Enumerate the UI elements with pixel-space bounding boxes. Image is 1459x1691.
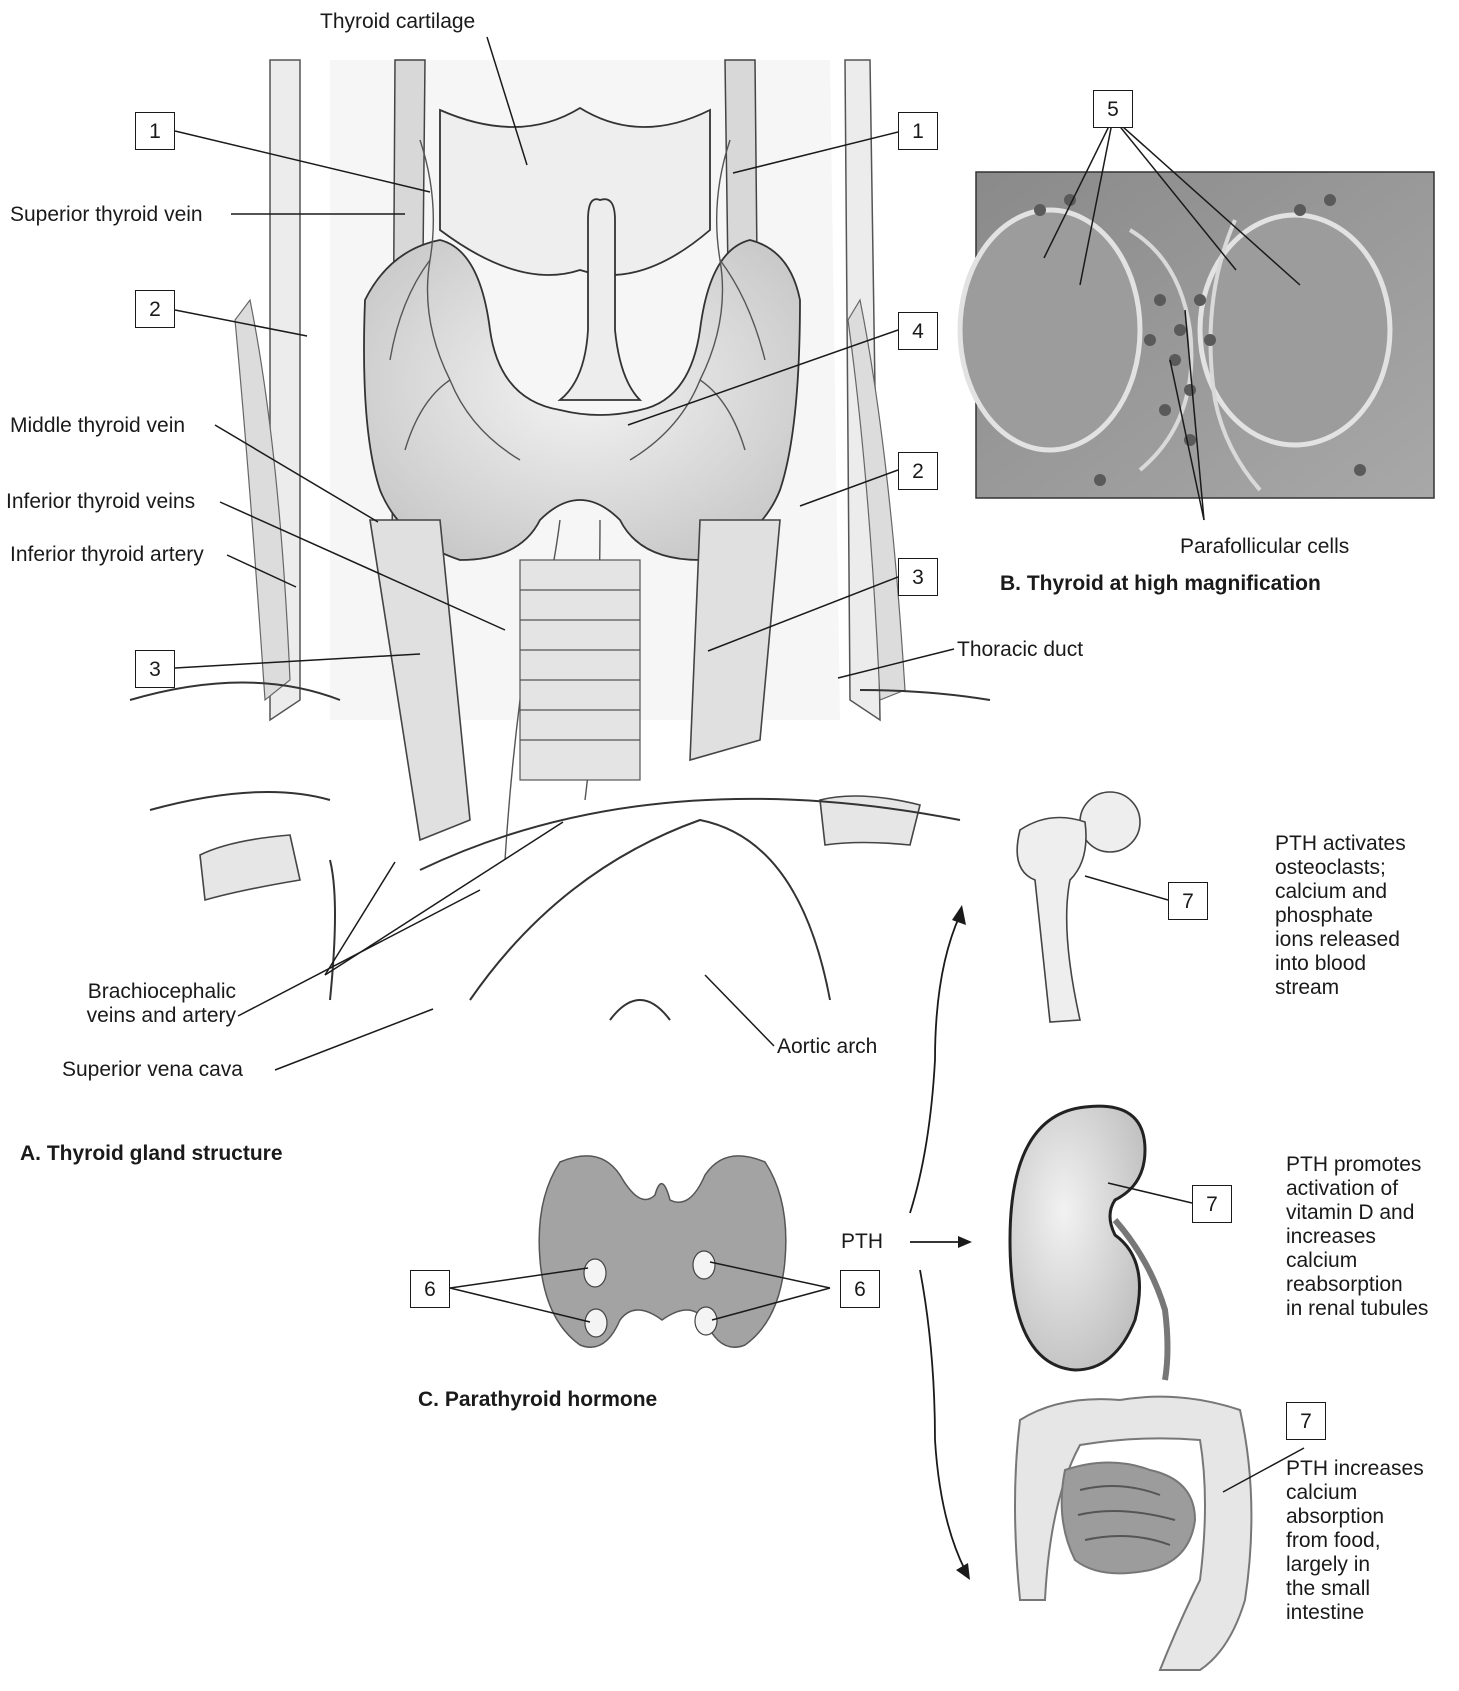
number-box-3-right: 3 [898, 558, 938, 596]
thyroid-cartilage-shape [440, 108, 710, 275]
kidney-shape [1010, 1106, 1145, 1370]
number-box-7-bone: 7 [1168, 882, 1208, 920]
number-box-4: 4 [898, 312, 938, 350]
pth-arrows [910, 915, 965, 1570]
label-superior-vena-cava: Superior vena cava [62, 1058, 243, 1082]
bone-femur [1017, 792, 1140, 1022]
label-thoracic-duct: Thoracic duct [957, 638, 1083, 662]
number-box-2-left: 2 [135, 290, 175, 328]
number-box-7-kidney: 7 [1192, 1185, 1232, 1223]
label-pth: PTH [841, 1230, 883, 1254]
number-box-7-intestine: 7 [1286, 1402, 1326, 1440]
label-brachiocephalic: Brachiocephalic veins and artery [60, 980, 236, 1028]
kidney-effect-text: PTH promotes activation of vitamin D and… [1286, 1153, 1428, 1321]
label-inferior-thyroid-artery: Inferior thyroid artery [10, 543, 204, 567]
intestine-effect-text: PTH increases calcium absorption from fo… [1286, 1457, 1424, 1625]
number-box-3-left: 3 [135, 650, 175, 688]
caption-panel-b: B. Thyroid at high magnification [1000, 572, 1321, 596]
label-inferior-thyroid-veins: Inferior thyroid veins [6, 490, 195, 514]
number-box-2-right: 2 [898, 452, 938, 490]
label-thyroid-cartilage: Thyroid cartilage [320, 10, 475, 34]
caption-panel-c: C. Parathyroid hormone [418, 1388, 657, 1412]
number-box-1-left: 1 [135, 112, 175, 150]
label-parafollicular-cells: Parafollicular cells [1180, 535, 1349, 559]
intestine-shape [1015, 1397, 1251, 1670]
number-box-6-left: 6 [410, 1270, 450, 1308]
number-box-5: 5 [1093, 90, 1133, 128]
bone-effect-text: PTH activates osteoclasts; calcium and p… [1275, 832, 1406, 1000]
number-box-1-right: 1 [898, 112, 938, 150]
trachea [520, 560, 640, 780]
number-box-6-right: 6 [840, 1270, 880, 1308]
label-middle-thyroid-vein: Middle thyroid vein [10, 414, 185, 438]
caption-panel-a: A. Thyroid gland structure [20, 1142, 283, 1166]
label-aortic-arch: Aortic arch [777, 1035, 877, 1059]
label-superior-thyroid-vein: Superior thyroid vein [10, 203, 203, 227]
